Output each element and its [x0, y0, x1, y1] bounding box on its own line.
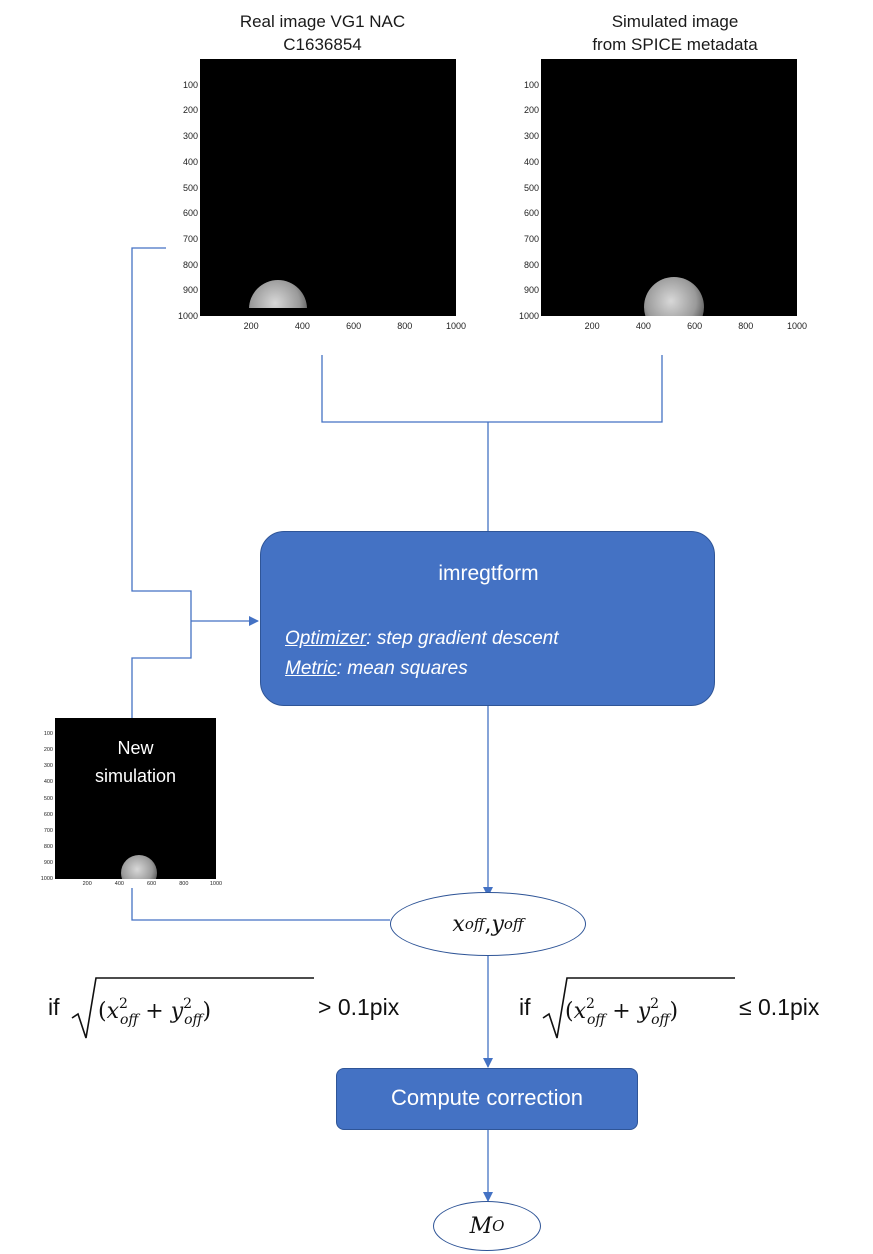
- x-tick-label: 1000: [445, 321, 467, 331]
- metric-label: Metric: [285, 658, 337, 679]
- merge-line: [321, 355, 663, 423]
- new-simulation-moon: [121, 855, 157, 879]
- optimizer-value: : step gradient descent: [366, 628, 559, 649]
- real-image-title: Real image VG1 NAC C1636854: [200, 10, 445, 56]
- feedback-line: [131, 888, 390, 921]
- condition-left-if: if: [48, 994, 60, 1020]
- imregtform-title: imregtform: [438, 562, 539, 585]
- condition-right-op: ≤ 0.1pix: [739, 994, 820, 1020]
- x-tick-label: 800: [738, 321, 754, 331]
- y-tick-label: 200: [43, 747, 53, 754]
- simulated-image-title: Simulated image from SPICE metadata: [550, 10, 800, 56]
- condition-left-op: > 0.1pix: [318, 994, 400, 1020]
- y-tick-label: 1000: [518, 311, 539, 321]
- real-image-panel: [200, 59, 456, 316]
- y-tick-label: 900: [523, 285, 539, 296]
- output-subscript: O: [492, 1217, 505, 1235]
- y-tick-label: 100: [43, 731, 53, 738]
- output-symbol: M: [469, 1213, 493, 1239]
- y-tick-label: 500: [523, 182, 539, 193]
- y-tick-label: 800: [182, 259, 198, 270]
- real-image-title-line2: C1636854: [283, 35, 362, 54]
- y-tick-label: 600: [182, 208, 198, 219]
- new-simulation-label-line1: New: [117, 738, 154, 758]
- y-tick-label: 300: [523, 131, 539, 142]
- simulated-image-panel: [541, 59, 797, 316]
- x-tick-label: 400: [294, 321, 310, 331]
- real-image-moon: [249, 280, 307, 308]
- offset-x-symbol: x: [452, 911, 465, 937]
- metric-line: Metric: mean squares: [285, 658, 468, 680]
- x-tick-label: 200: [243, 321, 259, 331]
- compute-correction-box: Compute correction: [336, 1068, 638, 1130]
- condition-right-if: if: [519, 994, 531, 1020]
- y-tick-label: 500: [182, 182, 198, 193]
- y-tick-label: 700: [43, 827, 53, 834]
- offset-y-subscript: off: [503, 915, 524, 933]
- x-tick-label: 200: [584, 321, 600, 331]
- y-tick-label: 300: [182, 131, 198, 142]
- x-tick-label: 600: [346, 321, 362, 331]
- y-tick-label: 400: [523, 156, 539, 167]
- imregtform-box: imregtform Optimizer: step gradient desc…: [260, 531, 715, 706]
- loop-line-left: [131, 247, 192, 718]
- y-tick-label: 500: [43, 795, 53, 802]
- y-tick-label: 100: [182, 79, 198, 90]
- y-tick-label: 1000: [177, 311, 198, 321]
- y-tick-label: 400: [182, 156, 198, 167]
- y-tick-label: 600: [523, 208, 539, 219]
- optimizer-line: Optimizer: step gradient descent: [285, 628, 559, 650]
- x-tick-label: 1000: [209, 881, 223, 887]
- y-tick-label: 400: [43, 779, 53, 786]
- offset-y-symbol: y: [491, 911, 504, 937]
- new-simulation-panel: New simulation: [55, 718, 216, 879]
- x-tick-label: 800: [397, 321, 413, 331]
- real-image-title-line1: Real image VG1 NAC: [239, 12, 406, 31]
- new-simulation-label: New simulation: [55, 734, 216, 790]
- y-tick-label: 100: [523, 79, 539, 90]
- compute-correction-label: Compute correction: [391, 1085, 583, 1110]
- y-tick-label: 600: [43, 811, 53, 818]
- y-tick-label: 300: [43, 763, 53, 770]
- y-tick-label: 900: [182, 285, 198, 296]
- y-tick-label: 200: [182, 105, 198, 116]
- x-tick-label: 1000: [786, 321, 808, 331]
- simulated-image-title-line1: Simulated image: [611, 12, 739, 31]
- x-tick-label: 400: [114, 881, 124, 887]
- x-tick-label: 600: [687, 321, 703, 331]
- y-tick-label: 200: [523, 105, 539, 116]
- offset-separator: ,: [484, 911, 492, 937]
- y-tick-label: 700: [182, 233, 198, 244]
- simulated-image-moon: [644, 277, 704, 316]
- y-tick-label: 800: [523, 259, 539, 270]
- x-tick-label: 600: [147, 881, 157, 887]
- x-tick-label: 800: [179, 881, 189, 887]
- y-tick-label: 700: [523, 233, 539, 244]
- x-tick-label: 200: [82, 881, 92, 887]
- simulated-image-title-line2: from SPICE metadata: [592, 35, 758, 54]
- y-tick-label: 1000: [40, 876, 53, 882]
- x-tick-label: 400: [635, 321, 651, 331]
- y-tick-label: 900: [43, 859, 53, 866]
- metric-value: : mean squares: [336, 658, 468, 679]
- optimizer-label: Optimizer: [285, 628, 367, 649]
- new-simulation-label-line2: simulation: [94, 766, 177, 786]
- y-tick-label: 800: [43, 843, 53, 850]
- offset-x-subscript: off: [464, 915, 485, 933]
